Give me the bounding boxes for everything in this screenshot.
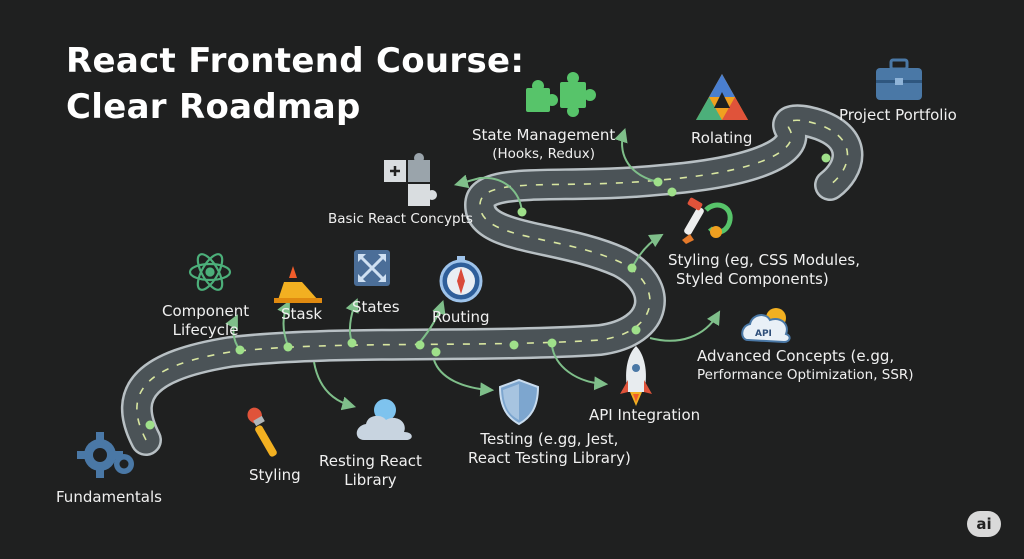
- arrow-to-testing: [433, 359, 495, 397]
- label-styling-css: Styling (eg, CSS Modules, Styled Compone…: [668, 251, 860, 289]
- label-state-management-line1: State Management: [472, 126, 616, 144]
- label-project-portfolio: Project Portfolio: [839, 106, 957, 124]
- label-routing: Routing: [432, 308, 490, 326]
- briefcase-icon: [876, 58, 922, 100]
- atom-icon: [188, 253, 232, 291]
- warning-cone-icon: [274, 266, 322, 303]
- api-cloud-text: API: [755, 329, 772, 339]
- page-title: React Frontend Course: Clear Roadmap: [66, 38, 524, 130]
- label-resting-react: Resting React Library: [319, 452, 422, 490]
- rocket-icon: [620, 346, 652, 406]
- label-advanced-concepts: Advanced Concepts (e.gg, Performance Opt…: [697, 347, 914, 385]
- shield-icon: [498, 378, 540, 426]
- triangle-logo-icon: [696, 74, 748, 120]
- label-testing-line2: React Testing Library): [468, 449, 631, 467]
- label-state-management: State Management (Hooks, Redux): [472, 126, 615, 164]
- label-styling: Styling: [249, 466, 301, 484]
- road-node: [667, 187, 677, 197]
- label-advanced-line1: Advanced Concepts (e.gg,: [697, 347, 895, 365]
- arrow-to-advanced: [649, 310, 721, 342]
- label-component-lifecycle-line1: Component: [162, 302, 250, 320]
- road-node: [627, 263, 637, 273]
- label-api-integration: API Integration: [589, 406, 701, 424]
- label-basic-react: Basic React Concypts: [328, 211, 473, 227]
- title-line-2: Clear Roadmap: [66, 87, 361, 127]
- compass-icon: [439, 256, 483, 303]
- road-node: [347, 338, 357, 348]
- arrow-to-routing: [419, 300, 446, 343]
- label-resting-react-line2: Library: [344, 471, 397, 489]
- cloud-bubble-icon: [356, 399, 412, 440]
- label-component-lifecycle-line2: Lifecycle: [172, 321, 239, 339]
- road-node: [631, 325, 641, 335]
- road-node: [547, 338, 557, 348]
- label-styling-css-line2: Styled Components): [676, 270, 829, 288]
- road-node: [415, 340, 425, 350]
- title-line-1: React Frontend Course:: [66, 41, 525, 81]
- arrow-to-stask: [277, 300, 290, 347]
- label-fundamentals: Fundamentals: [56, 488, 162, 506]
- puzzle-icon: [384, 153, 437, 206]
- road-node: [235, 345, 245, 355]
- paintbrush-icon: [682, 197, 733, 244]
- road-node: [509, 340, 519, 350]
- arrows-expand-icon: [354, 250, 390, 286]
- road-nodes: [145, 153, 831, 430]
- label-component-lifecycle: Component Lifecycle: [162, 302, 249, 340]
- label-resting-react-line1: Resting React: [319, 452, 422, 470]
- label-advanced-line2: Performance Optimization, SSR): [697, 367, 914, 383]
- label-styling-css-line1: Styling (eg, CSS Modules,: [668, 251, 860, 269]
- label-rolating: Rolating: [691, 129, 753, 147]
- road-node: [431, 347, 441, 357]
- ai-badge: ai: [967, 511, 1001, 537]
- arrow-to-basic-react: [453, 174, 523, 213]
- arrow-to-state-management: [614, 128, 659, 183]
- road-node: [283, 342, 293, 352]
- gears-icon: [77, 432, 134, 478]
- road-node: [517, 207, 527, 217]
- puzzle-pieces-icon: [526, 72, 596, 117]
- road-node: [821, 153, 831, 163]
- label-testing: Testing (e.gg, Jest, React Testing Libra…: [468, 430, 631, 468]
- api-cloud-icon: API: [741, 308, 791, 344]
- brush-icon: [247, 407, 277, 457]
- road-node: [145, 420, 155, 430]
- label-state-management-line2: (Hooks, Redux): [492, 146, 596, 162]
- label-testing-line1: Testing (e.gg, Jest,: [480, 430, 619, 448]
- label-states: States: [352, 298, 400, 316]
- arrow-to-api-integration: [551, 345, 609, 391]
- label-stask: Stask: [281, 305, 323, 323]
- road-node: [653, 177, 663, 187]
- arrow-to-resting-react: [313, 361, 357, 411]
